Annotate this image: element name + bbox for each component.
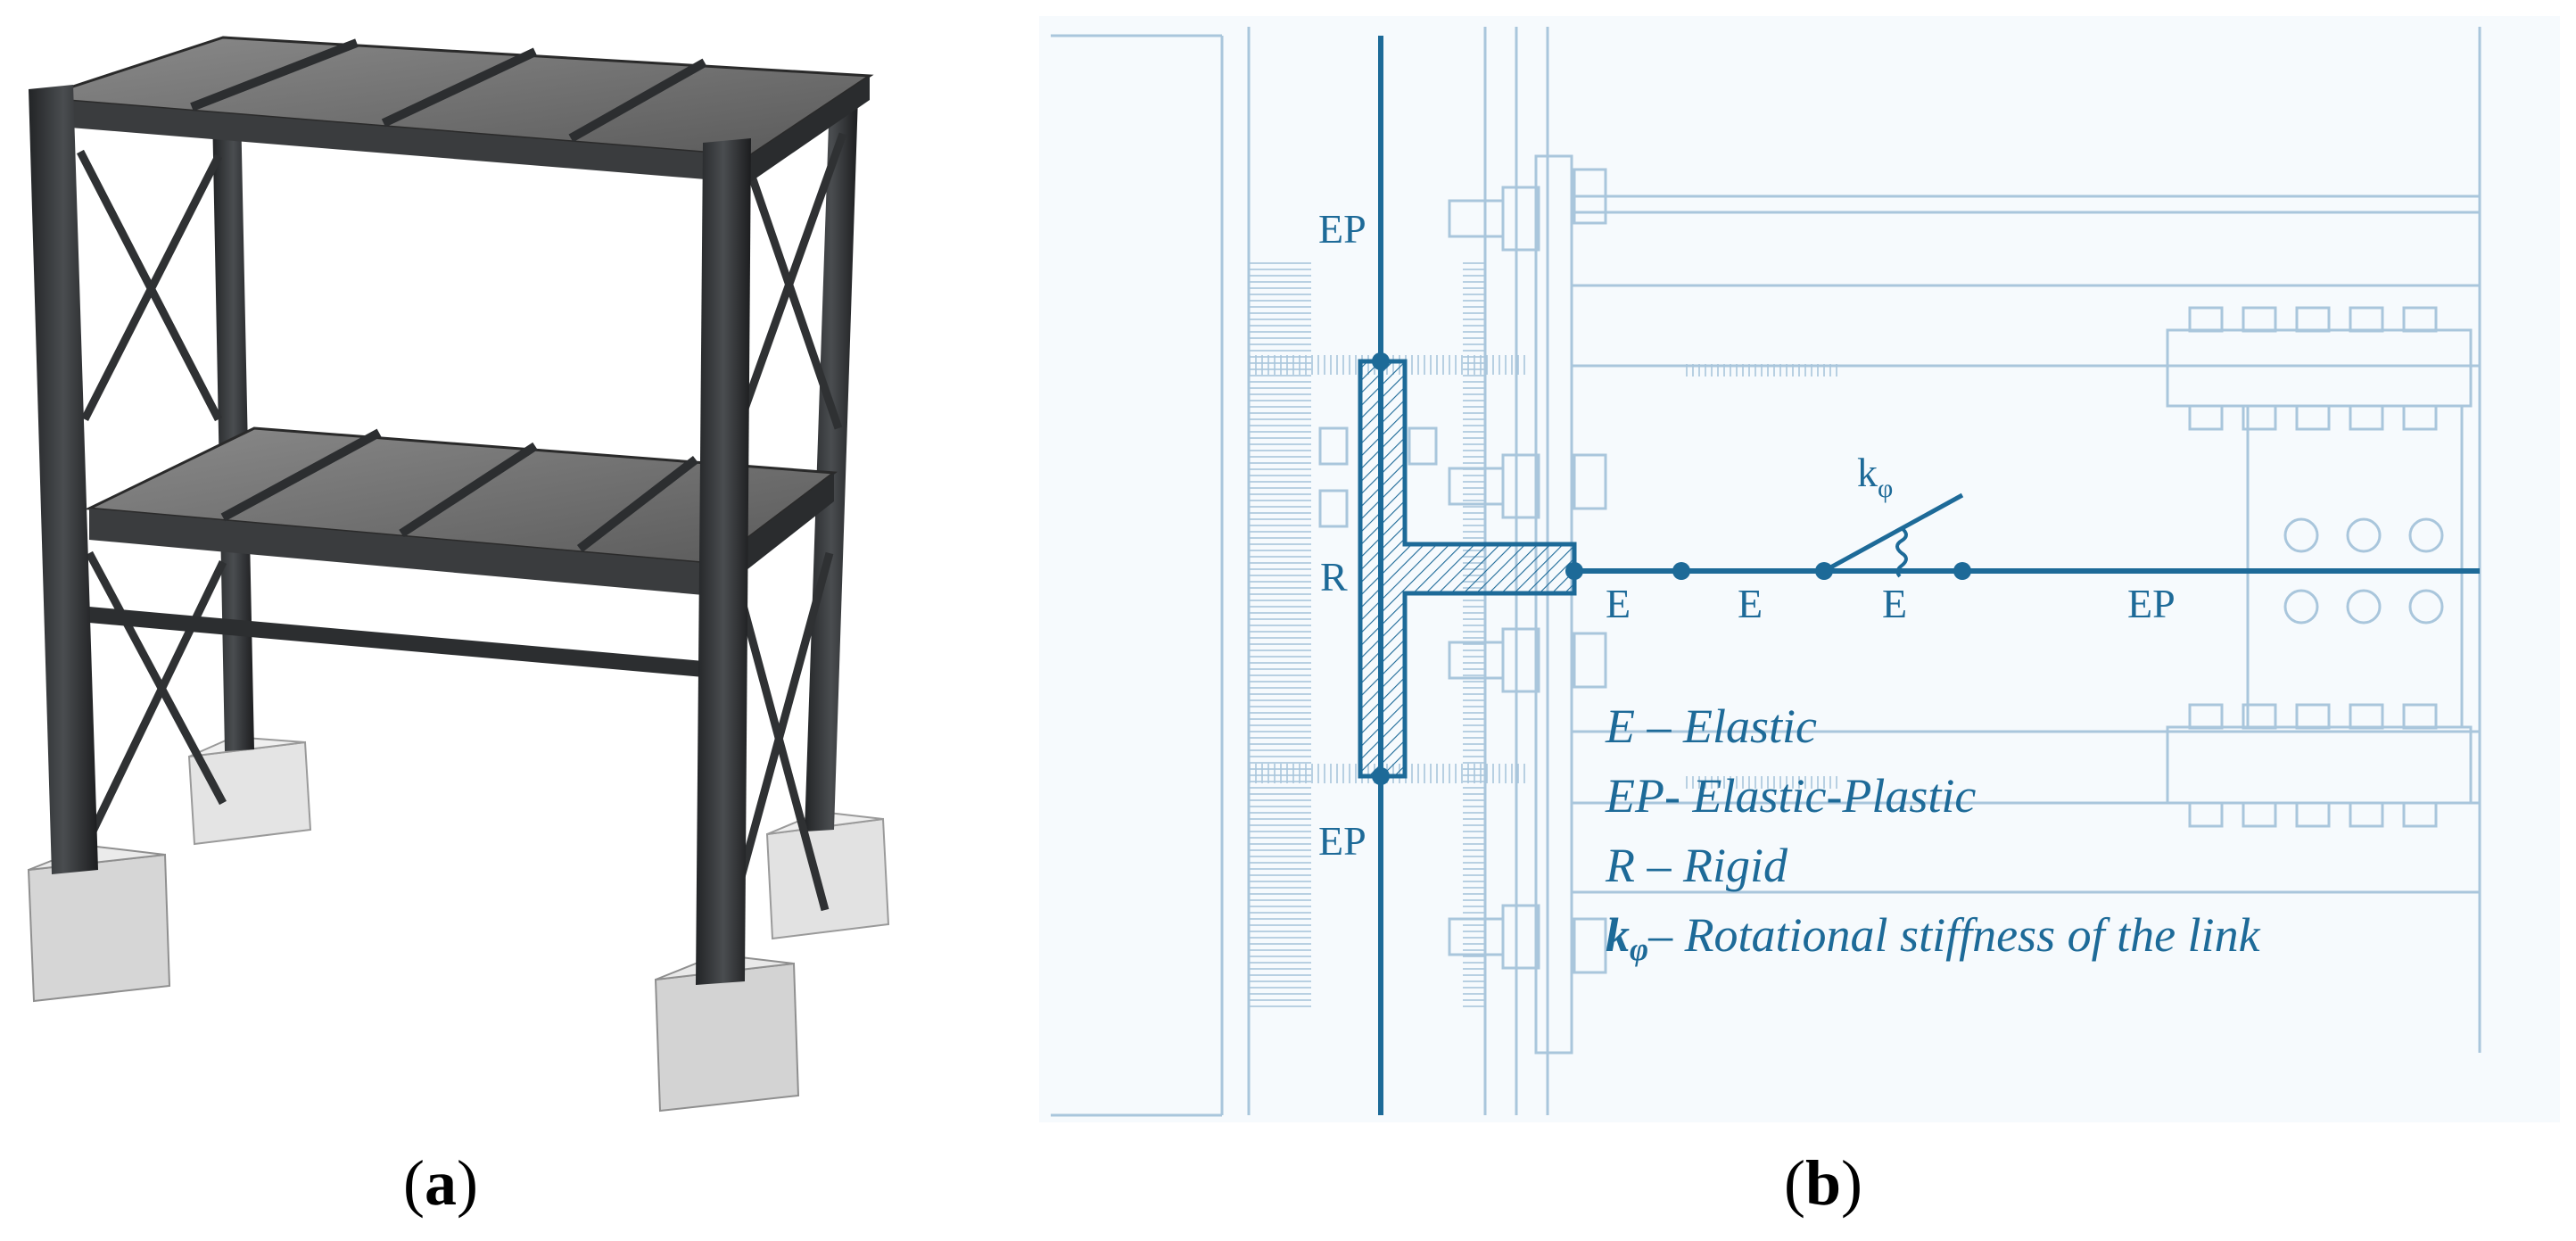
node-beam-4	[1953, 562, 1971, 580]
column-flange-hatch	[1463, 259, 1485, 1008]
column-back-right	[805, 96, 858, 831]
footing-front-left	[27, 844, 171, 1003]
caption-b-close: )	[1841, 1147, 1863, 1219]
label-ep-right: EP	[2127, 581, 2176, 626]
label-ep-top: EP	[1318, 206, 1366, 252]
bolts-column	[1318, 168, 1607, 974]
legend-item-elastic: E – Elastic	[1605, 699, 1817, 753]
panel-b-joint-model: EP EP R E E E EP kφ E – Elastic EP- Elas…	[1039, 16, 2560, 1122]
weld-bottom	[1681, 776, 1842, 789]
slab-top	[37, 36, 874, 183]
column-front-left	[29, 85, 98, 874]
caption-b-letter: b	[1804, 1147, 1842, 1219]
panel-a-steel-frame	[27, 36, 890, 1113]
spring-icon	[1895, 526, 1908, 578]
node-top	[1372, 352, 1390, 370]
node-beam-1	[1565, 562, 1583, 580]
weld-top	[1681, 364, 1842, 376]
label-r: R	[1320, 554, 1348, 600]
caption-a-open: (	[403, 1147, 425, 1219]
column-back-left	[212, 109, 254, 751]
spring-arm	[1822, 492, 1964, 574]
caption-a-letter: a	[424, 1147, 457, 1219]
caption-a-close: )	[456, 1147, 478, 1219]
bolts-splice	[2188, 306, 2444, 828]
column-web-hatch	[1249, 259, 1311, 1008]
caption-b-open: (	[1784, 1147, 1805, 1219]
caption-b: (b)	[1784, 1151, 1862, 1215]
node-beam-3	[1815, 562, 1833, 580]
label-e-2: E	[1738, 581, 1763, 626]
footing-back-right	[765, 810, 890, 940]
bracing-left	[77, 149, 227, 840]
legend-item-elastic-plastic: EP- Elastic-Plastic	[1605, 769, 1976, 823]
node-beam-2	[1672, 562, 1690, 580]
label-k: kφ	[1857, 450, 1893, 503]
caption-a: (a)	[403, 1151, 478, 1215]
node-bottom	[1372, 767, 1390, 785]
legend: E – Elastic EP- Elastic-Plastic R – Rigi…	[1605, 699, 2261, 967]
beam-lower	[89, 607, 714, 678]
column-front-right	[696, 138, 751, 985]
label-e-1: E	[1606, 581, 1631, 626]
legend-item-rigid: R – Rigid	[1605, 839, 1788, 892]
legend-item-stiffness: kφ– Rotational stiffness of the link	[1606, 908, 2261, 967]
label-ep-bottom: EP	[1318, 818, 1366, 864]
footing-back-left	[187, 735, 312, 846]
model-nodes	[1372, 352, 1971, 785]
label-e-3: E	[1882, 581, 1907, 626]
slab-middle	[84, 426, 838, 596]
